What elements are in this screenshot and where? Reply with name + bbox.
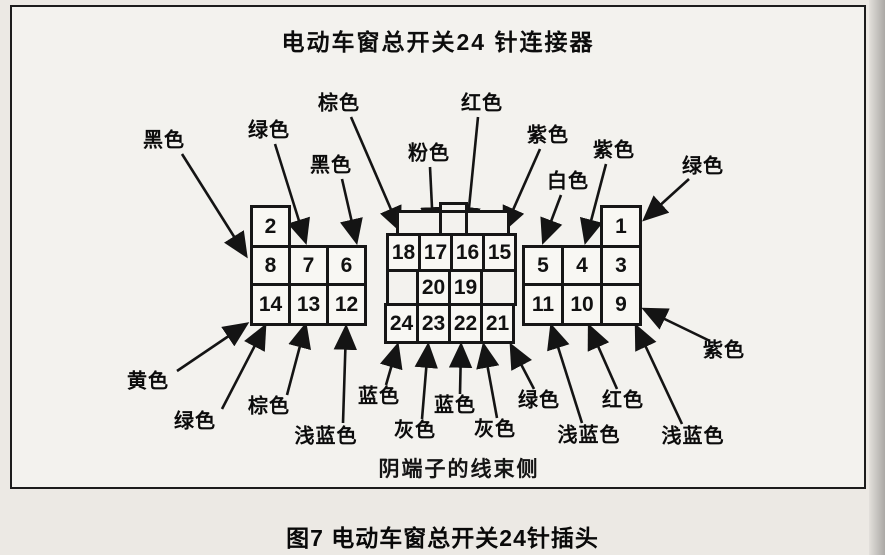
wire-label-bottom-0: 黄色 (127, 370, 169, 393)
wire-arrow (448, 341, 473, 395)
pin-19: 19 (448, 269, 483, 306)
wire-label-bottom-3: 浅蓝色 (294, 425, 358, 448)
wire-label-top-9: 绿色 (682, 155, 724, 178)
pin-14: 14 (250, 283, 291, 326)
wire-label-top-3: 黑色 (310, 154, 352, 177)
pin-7: 7 (288, 245, 329, 286)
wire-arrow (587, 323, 619, 390)
pin-16: 16 (450, 233, 485, 272)
wire-label-bottom-4: 蓝色 (358, 385, 400, 408)
wire-arrow (176, 322, 250, 373)
pin-3: 3 (600, 245, 642, 286)
middle-block-sides (386, 269, 517, 306)
wire-arrow (641, 307, 711, 343)
harness-side-note: 阴端子的线束侧 (378, 458, 540, 481)
pin-12: 12 (326, 283, 367, 326)
pin-15: 15 (482, 233, 517, 272)
wire-arrow (414, 341, 438, 420)
pin-2: 2 (250, 205, 291, 248)
wire-label-bottom-10: 红色 (602, 389, 644, 412)
connector-tab (396, 210, 510, 236)
wire-label-bottom-6: 蓝色 (434, 394, 476, 417)
wire-arrow (349, 116, 402, 233)
wire-arrow (642, 178, 690, 222)
wire-label-bottom-8: 绿色 (518, 389, 560, 412)
wire-label-top-5: 红色 (461, 92, 503, 115)
pin-11: 11 (522, 283, 564, 326)
scan-edge-shadow (869, 0, 885, 555)
pin-8: 8 (250, 245, 291, 286)
wire-label-top-2: 棕色 (318, 92, 360, 115)
pin-22: 22 (448, 303, 483, 344)
pin-24: 24 (384, 303, 419, 344)
pin-4: 4 (561, 245, 603, 286)
wire-label-bottom-2: 棕色 (248, 395, 290, 418)
pin-18: 18 (386, 233, 421, 272)
pin-6: 6 (326, 245, 367, 286)
pin-21: 21 (480, 303, 515, 344)
figure-caption: 图7 电动车窗总开关24针插头 (286, 525, 599, 551)
figure-title: 电动车窗总开关24 针连接器 (281, 29, 595, 55)
pin-10: 10 (561, 283, 603, 326)
wire-arrow (180, 153, 248, 259)
pin-13: 13 (288, 283, 329, 326)
wire-arrow (502, 148, 542, 233)
wire-label-top-7: 白色 (547, 170, 589, 193)
pin-5: 5 (522, 245, 564, 286)
wire-label-top-6: 紫色 (527, 124, 569, 147)
pin-9: 9 (600, 283, 642, 326)
wire-arrow (540, 194, 563, 245)
pin-17: 17 (418, 233, 453, 272)
wire-arrow (285, 321, 311, 396)
figure-frame: 电动车窗总开关24 针连接器 (10, 5, 866, 489)
wire-label-bottom-7: 灰色 (474, 418, 516, 441)
pin-20: 20 (416, 269, 451, 306)
wire-label-top-8: 紫色 (593, 139, 635, 162)
pin-23: 23 (416, 303, 451, 344)
pin-1: 1 (600, 205, 642, 248)
wire-label-bottom-1: 绿色 (174, 410, 216, 433)
wire-label-right-0: 紫色 (703, 339, 745, 362)
wire-arrow (339, 178, 363, 246)
wire-arrow (476, 341, 500, 419)
wire-label-top-1: 绿色 (248, 119, 290, 142)
wire-label-bottom-5: 灰色 (394, 419, 436, 442)
wire-label-bottom-11: 浅蓝色 (661, 425, 725, 448)
wire-label-top-4: 粉色 (408, 142, 450, 165)
wire-arrow (333, 323, 358, 424)
wire-label-top-0: 黑色 (143, 129, 185, 152)
wire-label-bottom-9: 浅蓝色 (557, 424, 621, 447)
